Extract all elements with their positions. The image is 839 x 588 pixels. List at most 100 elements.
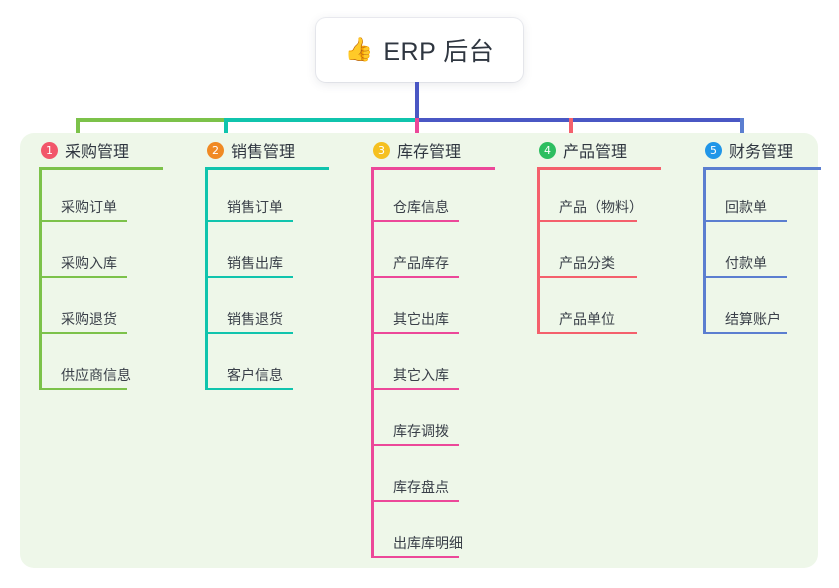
column-spine-4 [537, 170, 540, 334]
tree-item[interactable]: 采购入库 [20, 226, 170, 282]
tree-item-rule [371, 388, 459, 390]
column-title-4: 产品管理 [563, 144, 628, 161]
column-badge-4: 4 [539, 141, 556, 159]
tree-item[interactable]: 采购退货 [20, 282, 170, 338]
tree-item-rule [371, 220, 459, 222]
column-badge-5: 5 [705, 141, 722, 159]
tree-item-rule [537, 276, 637, 278]
tree-item-label: 客户信息 [227, 367, 283, 383]
connector-root-stem [415, 82, 419, 122]
tree-item[interactable]: 结算账户 [684, 282, 816, 338]
tree-item-rule [205, 276, 293, 278]
column-header-rule-1 [39, 167, 163, 170]
tree-item-rule [537, 332, 637, 334]
tree-item-label: 销售出库 [227, 255, 283, 271]
tree-item-rule [371, 500, 459, 502]
column-items-4: 产品（物料） 产品分类产品单位 [518, 170, 668, 338]
tree-column-3: 3 库存管理仓库信息产品库存其它出库其它入库库存调拨库存盘点出库库明细 [352, 133, 502, 562]
tree-item[interactable]: 回款单 [684, 170, 816, 226]
tree-item[interactable]: 采购订单 [20, 170, 170, 226]
tree-panel: 1 采购管理采购订单采购入库采购退货供应商信息 2 销售管理销售订单销售出库销售退货客… [20, 133, 821, 568]
tree-item-label: 仓库信息 [393, 199, 449, 215]
tree-item[interactable]: 产品（物料） [518, 170, 668, 226]
column-header-2[interactable]: 2 销售管理 [186, 133, 336, 167]
column-header-1[interactable]: 1 采购管理 [20, 133, 170, 167]
tree-item[interactable]: 出库库明细 [352, 506, 502, 562]
column-header-rule-5 [703, 167, 821, 170]
tree-item-label: 产品单位 [559, 311, 615, 327]
tree-item-label: 其它出库 [393, 311, 449, 327]
column-badge-1: 1 [41, 141, 58, 159]
tree-item[interactable]: 销售退货 [186, 282, 336, 338]
tree-item-rule [371, 556, 459, 558]
tree-item-label: 产品（物料） [559, 199, 643, 215]
root-node-label: ERP 后台 [383, 38, 495, 66]
column-badge-3: 3 [373, 141, 390, 159]
column-title-2: 销售管理 [231, 144, 296, 161]
tree-item-label: 采购订单 [61, 199, 117, 215]
tree-column-4: 4 产品管理产品（物料） 产品分类产品单位 [518, 133, 668, 338]
tree-item-rule [371, 444, 459, 446]
tree-item-label: 供应商信息 [61, 367, 131, 383]
column-badge-2: 2 [207, 141, 224, 159]
tree-item-label: 产品分类 [559, 255, 615, 271]
column-title-3: 库存管理 [397, 144, 462, 161]
connector-bus-blue [415, 118, 744, 122]
column-spine-5 [703, 170, 706, 334]
column-items-5: 回款单付款单结算账户 [684, 170, 816, 338]
root-node-card[interactable]: 👍 ERP 后台 [316, 18, 523, 82]
tree-item[interactable]: 产品分类 [518, 226, 668, 282]
tree-item[interactable]: 付款单 [684, 226, 816, 282]
tree-item-label: 产品库存 [393, 255, 449, 271]
tree-item-label: 库存调拨 [393, 423, 449, 439]
tree-item-label: 库存盘点 [393, 479, 449, 495]
tree-item-label: 出库库明细 [393, 535, 463, 551]
tree-item[interactable]: 库存盘点 [352, 450, 502, 506]
tree-item-rule [537, 220, 637, 222]
column-title-1: 采购管理 [65, 144, 130, 161]
tree-item-label: 回款单 [725, 199, 767, 215]
column-items-3: 仓库信息产品库存其它出库其它入库库存调拨库存盘点出库库明细 [352, 170, 502, 562]
column-header-3[interactable]: 3 库存管理 [352, 133, 502, 167]
tree-item-label: 销售退货 [227, 311, 283, 327]
tree-item[interactable]: 产品单位 [518, 282, 668, 338]
column-spine-1 [39, 170, 42, 390]
tree-item-rule [39, 332, 127, 334]
tree-item-label: 采购退货 [61, 311, 117, 327]
tree-column-1: 1 采购管理采购订单采购入库采购退货供应商信息 [20, 133, 170, 394]
tree-item-rule [39, 388, 127, 390]
tree-item-rule [371, 276, 459, 278]
tree-item[interactable]: 仓库信息 [352, 170, 502, 226]
tree-item[interactable]: 其它入库 [352, 338, 502, 394]
tree-item-rule [39, 220, 127, 222]
tree-column-2: 2 销售管理销售订单销售出库销售退货客户信息 [186, 133, 336, 394]
tree-item[interactable]: 产品库存 [352, 226, 502, 282]
thumbs-up-icon: 👍 [344, 35, 374, 62]
tree-item[interactable]: 销售订单 [186, 170, 336, 226]
tree-item-label: 付款单 [725, 255, 767, 271]
connector-bus-teal [224, 118, 419, 122]
column-spine-3 [371, 170, 374, 558]
tree-item-label: 结算账户 [725, 311, 781, 327]
tree-item-rule [703, 220, 787, 222]
tree-item-rule [205, 388, 293, 390]
column-header-rule-2 [205, 167, 329, 170]
column-items-1: 采购订单采购入库采购退货供应商信息 [20, 170, 170, 394]
tree-item-label: 销售订单 [227, 199, 283, 215]
column-spine-2 [205, 170, 208, 390]
tree-item-label: 采购入库 [61, 255, 117, 271]
tree-item-rule [39, 276, 127, 278]
tree-item-rule [703, 332, 787, 334]
column-header-4[interactable]: 4 产品管理 [518, 133, 668, 167]
tree-item-rule [205, 220, 293, 222]
tree-item-rule [703, 276, 787, 278]
tree-item-rule [371, 332, 459, 334]
tree-item[interactable]: 客户信息 [186, 338, 336, 394]
column-items-2: 销售订单销售出库销售退货客户信息 [186, 170, 336, 394]
tree-item[interactable]: 其它出库 [352, 282, 502, 338]
tree-item[interactable]: 销售出库 [186, 226, 336, 282]
tree-item[interactable]: 库存调拨 [352, 394, 502, 450]
tree-item[interactable]: 供应商信息 [20, 338, 170, 394]
